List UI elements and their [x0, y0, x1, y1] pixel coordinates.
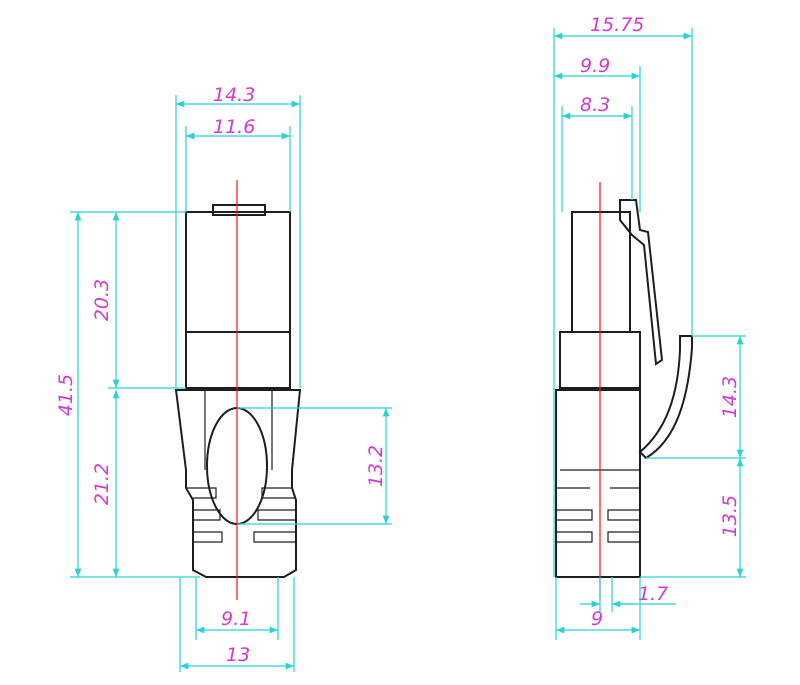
side-dimensions: 15.75 9.9 8.3 14.3 13.5 1.7 9: [553, 14, 746, 640]
dim-side-tip-width: 9: [591, 608, 603, 630]
dim-front-boot-height: 21.2: [91, 463, 113, 505]
dim-front-top-inner: 11.6: [213, 116, 255, 138]
front-view: [174, 180, 302, 600]
dim-front-plug-height: 20.3: [91, 279, 113, 321]
dim-front-top-outer: 14.3: [213, 84, 255, 106]
dim-side-overall-width: 15.75: [590, 14, 644, 36]
dim-side-inner-width: 8.3: [580, 94, 610, 116]
side-view: [555, 182, 693, 600]
dim-side-tip-offset: 1.7: [638, 583, 668, 605]
dim-side-latch-height: 14.3: [719, 376, 741, 418]
dim-front-boot-width: 13: [226, 644, 250, 666]
dim-front-opening: 13.2: [365, 445, 387, 487]
dim-side-body-width: 9.9: [580, 55, 610, 77]
front-dimensions: 14.3 11.6 41.5 20.3 21.2 13.2 9.1: [55, 84, 392, 672]
dim-front-tip-width: 9.1: [221, 608, 251, 630]
dim-front-total-height: 41.5: [55, 374, 77, 416]
dim-side-boot-height: 13.5: [719, 495, 741, 537]
